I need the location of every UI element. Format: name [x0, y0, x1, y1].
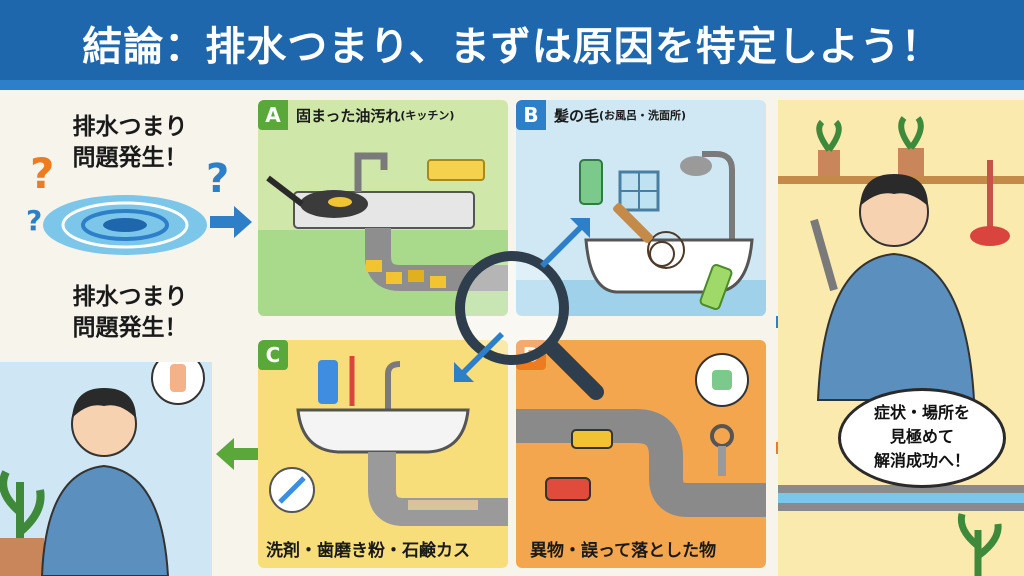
plumber-success-illustration	[778, 116, 1024, 576]
panel-b-tag: B 髪の毛 (お風呂・洗面所)	[516, 100, 694, 130]
panel-a-label: 固まった油汚れ (キッチン)	[288, 100, 462, 130]
svg-text:?: ?	[26, 204, 42, 237]
panel-a-letter: A	[258, 100, 288, 130]
bubble-line: 見極めて	[889, 427, 954, 446]
intro-text-bottom: 排水つまり 問題発生！	[40, 282, 220, 344]
bubble-line: 解消成功へ！	[873, 451, 970, 470]
question-marks-icon: ? ? ?	[26, 149, 229, 237]
panel-a-kitchen: A 固まった油汚れ (キッチン)	[258, 100, 508, 316]
arrow-to-c-icon	[454, 332, 504, 382]
person-thumbs-up-illustration	[0, 362, 205, 576]
panel-b-label: 髪の毛 (お風呂・洗面所)	[546, 100, 694, 130]
panel-c-tag: C	[258, 340, 288, 370]
panel-b-title: 髪の毛	[554, 106, 600, 125]
panel-d-caption: 異物・誤って落とした物	[530, 541, 717, 561]
svg-text:?: ?	[30, 149, 54, 198]
panel-a-subtitle: (キッチン)	[400, 109, 455, 122]
bubble-line: 症状・場所を	[873, 403, 970, 422]
bathtub-illustration	[516, 151, 766, 316]
magnifying-glass-icon	[455, 251, 604, 400]
intro-line: 問題発生！	[72, 145, 188, 171]
washbasin-illustration	[269, 356, 508, 526]
intro-line: 排水つまり	[72, 114, 188, 140]
bubble-text: 症状・場所を 見極めて 解消成功へ！	[841, 401, 1003, 473]
panel-a-tag: A 固まった油汚れ (キッチン)	[258, 100, 462, 130]
intro-line: 問題発生！	[72, 315, 188, 341]
intro-line: 排水つまり	[72, 284, 188, 310]
panel-c-letter: C	[258, 340, 288, 370]
svg-text:?: ?	[206, 156, 229, 202]
arrow-to-b-icon	[540, 218, 590, 268]
intro-text-top: 排水つまり 問題発生！	[40, 112, 220, 174]
panel-a-title: 固まった油汚れ	[296, 106, 401, 125]
panel-b-letter: B	[516, 100, 546, 130]
arrow-right-icon	[210, 206, 252, 238]
header-underline	[0, 80, 1024, 90]
panel-c-caption: 洗剤・歯磨き粉・石鹸カス	[266, 541, 470, 561]
kitchen-sink-illustration	[258, 152, 508, 316]
page-title: 結論：排水つまり、まずは原因を特定しよう！	[82, 24, 942, 70]
arrow-left-icon	[216, 438, 258, 470]
pipe-objects-illustration	[516, 353, 766, 517]
panel-b-subtitle: (お風呂・洗面所)	[599, 109, 687, 122]
success-speech-bubble: 症状・場所を 見極めて 解消成功へ！	[838, 388, 1006, 488]
whirlpool-icon	[43, 195, 207, 255]
header-banner: 結論：排水つまり、まずは原因を特定しよう！	[0, 0, 1024, 90]
right-scene	[778, 100, 1024, 576]
bottom-left-scene	[0, 362, 212, 576]
